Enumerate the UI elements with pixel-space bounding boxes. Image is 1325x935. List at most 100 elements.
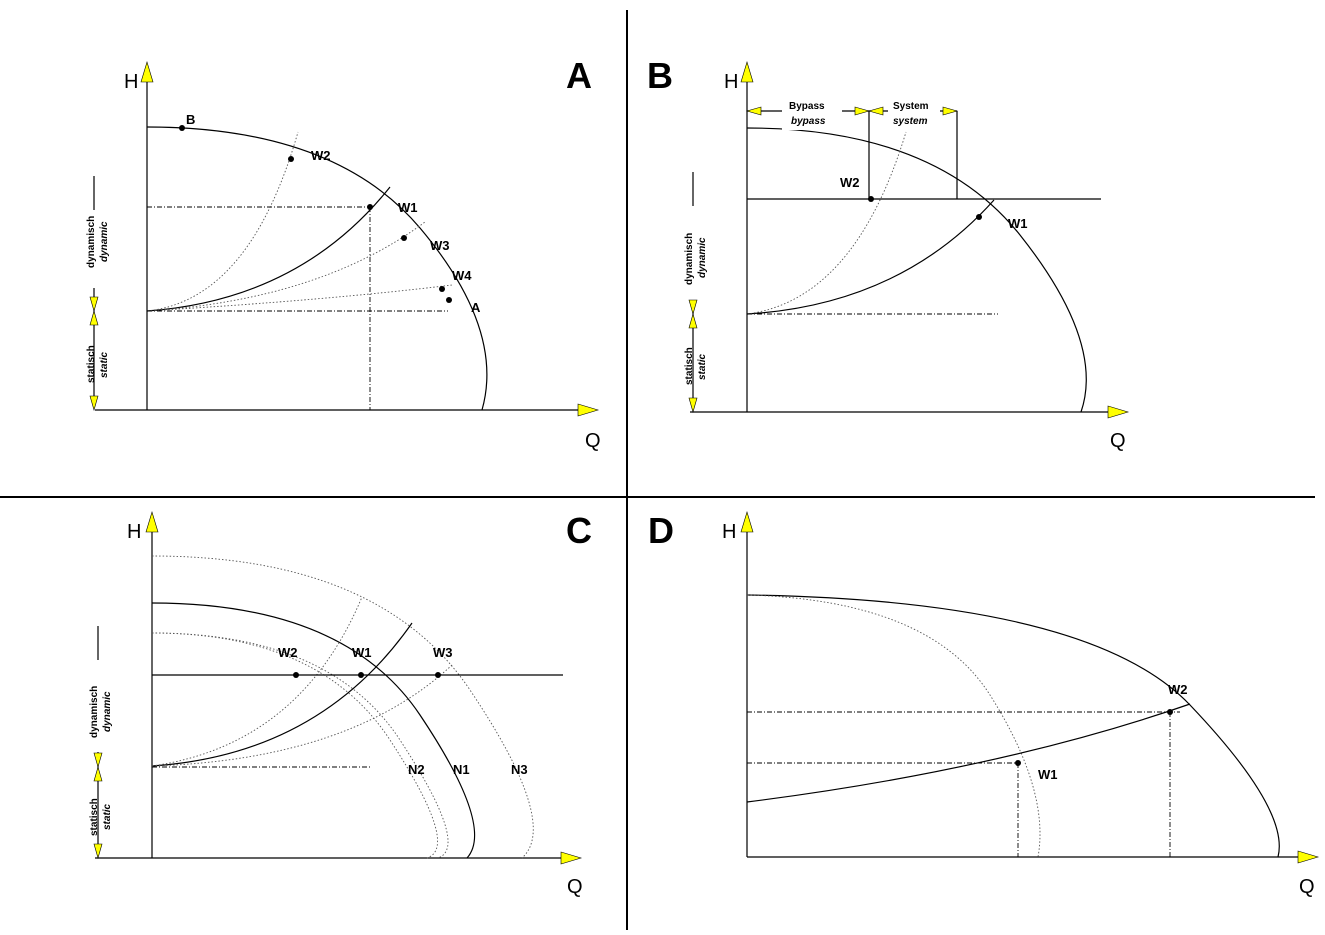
panel-d-x-label: Q xyxy=(1299,876,1315,898)
panel-c-title: C xyxy=(566,510,592,551)
panel-a-pump-curve xyxy=(146,126,488,411)
panel-c-x-arrow-icon xyxy=(560,851,583,865)
panel-d-y-arrow-icon xyxy=(740,510,754,533)
panel-c-dim-static-en: static xyxy=(102,803,113,830)
panel-b-x-label: Q xyxy=(1110,430,1126,452)
panel-d-system-curve xyxy=(746,703,1191,803)
panel-b-dim-dynamic-de: dynamisch xyxy=(684,233,695,285)
panel-b-pump-curve xyxy=(746,127,1087,413)
panel-b-bypass-de: Bypass xyxy=(789,101,825,112)
panel-b-system-de: System xyxy=(893,101,929,112)
panel-a-point-a xyxy=(446,297,452,303)
panel-c-pump-curve-n2-a xyxy=(151,632,439,859)
panel-d-pump-curve-reduced xyxy=(746,594,1041,858)
panel-b-system-en: system xyxy=(893,116,928,127)
panel-a-label-w1: W1 xyxy=(398,200,418,215)
panel-d-label-w2: W2 xyxy=(1168,682,1188,697)
panel-c-pump-curve-n3 xyxy=(151,555,534,859)
panel-a-label-a: A xyxy=(471,300,481,315)
panel-c: H Q C W2 W1 W3 N2 N1 N3 dynamisch dynami… xyxy=(89,510,592,898)
panel-a-point-w2 xyxy=(288,156,294,162)
panel-d-title: D xyxy=(648,510,674,551)
panel-c-system-curve-w1 xyxy=(151,622,413,767)
panel-a-point-w4 xyxy=(439,286,445,292)
panel-b-y-label: H xyxy=(724,71,738,93)
panel-c-system-curve-w3 xyxy=(151,664,453,767)
panel-a-system-curve-w1 xyxy=(146,186,391,312)
panel-c-dim-dynamic-en: dynamic xyxy=(102,691,113,732)
panel-a-point-w1 xyxy=(367,204,373,210)
panel-b-label-w2: W2 xyxy=(840,175,860,190)
panel-c-dim-dynamic-de: dynamisch xyxy=(89,686,100,738)
panel-b-dim-arrow-icon xyxy=(942,106,959,116)
panel-b-x-arrow-icon xyxy=(1107,405,1130,419)
panel-b-bypass-label-bg xyxy=(782,98,842,130)
panel-b-label-w1: W1 xyxy=(1008,216,1028,231)
panel-c-label-n2: N2 xyxy=(408,762,425,777)
panel-b-dim-arrow-icon xyxy=(688,312,698,329)
panel-a: H Q A B W2 W1 W3 W4 A dynamisch dynamic xyxy=(86,55,601,452)
panel-a-x-arrow-icon xyxy=(577,403,600,417)
panel-d-point-w2 xyxy=(1167,709,1173,715)
panel-c-label-w2: W2 xyxy=(278,645,298,660)
panel-b-y-arrow-icon xyxy=(740,60,754,83)
panel-c-pump-curve-n2-b xyxy=(151,632,449,859)
panel-d-pump-curve-full xyxy=(746,594,1280,858)
panel-a-y-label: H xyxy=(124,71,138,93)
panel-b-bypass-en: bypass xyxy=(791,116,826,127)
panel-a-dim-dynamic-en: dynamic xyxy=(99,221,110,262)
panel-b-dim-dynamic-en: dynamic xyxy=(697,237,708,278)
panel-c-dim-arrow-icon xyxy=(93,752,103,769)
panel-b-dim-arrow-icon xyxy=(688,397,698,414)
panel-c-label-n1: N1 xyxy=(453,762,470,777)
panel-d-point-w1 xyxy=(1015,760,1021,766)
panel-c-y-label: H xyxy=(127,521,141,543)
panel-c-dim-static-de: statisch xyxy=(89,798,100,836)
panel-b-system-label-bg xyxy=(888,98,940,130)
panel-d-label-w1: W1 xyxy=(1038,767,1058,782)
panel-a-label-w2: W2 xyxy=(311,148,331,163)
panel-a-system-curve-w3 xyxy=(146,221,426,312)
panel-c-x-label: Q xyxy=(567,876,583,898)
panel-d: H Q D W2 W1 xyxy=(648,510,1320,898)
panel-a-system-curve-w4 xyxy=(146,284,453,312)
panel-c-point-w1 xyxy=(358,672,364,678)
panel-d-x-arrow-icon xyxy=(1297,850,1320,864)
panel-b-point-w2 xyxy=(868,196,874,202)
panel-c-system-curve-w2 xyxy=(151,596,363,767)
panel-a-label-w3: W3 xyxy=(430,238,450,253)
panel-a-label-w4: W4 xyxy=(452,268,472,283)
panel-c-pump-curve-n1 xyxy=(151,602,476,859)
panel-b-point-w1 xyxy=(976,214,982,220)
panel-c-label-n3: N3 xyxy=(511,762,528,777)
panel-b-dim-static-de: statisch xyxy=(684,347,695,385)
panel-c-label-w1: W1 xyxy=(352,645,372,660)
panel-a-system-curve-w2 xyxy=(146,131,299,312)
panel-c-dim-arrow-icon xyxy=(93,765,103,782)
panel-d-y-label: H xyxy=(722,521,736,543)
panel-b-dim-arrow-icon xyxy=(867,106,884,116)
panel-a-dim-static-de: statisch xyxy=(86,345,97,383)
panel-b-dim-arrow-icon xyxy=(745,106,762,116)
panel-b-title: B xyxy=(647,55,673,96)
panel-b-dim-arrow-icon xyxy=(854,106,871,116)
panel-a-dim-arrow-icon xyxy=(89,395,99,412)
panel-c-point-w2 xyxy=(293,672,299,678)
panel-a-x-label: Q xyxy=(585,430,601,452)
panel-b-dim-arrow-icon xyxy=(688,299,698,316)
panel-a-dim-arrow-icon xyxy=(89,296,99,313)
panel-a-point-w3 xyxy=(401,235,407,241)
panel-a-label-b: B xyxy=(186,112,195,127)
panel-b-system-curve xyxy=(746,199,995,315)
panel-c-label-w3: W3 xyxy=(433,645,453,660)
panel-a-point-b xyxy=(179,125,185,131)
panel-a-title: A xyxy=(566,55,592,96)
panel-a-y-arrow-icon xyxy=(140,60,154,83)
panel-b-dim-static-en: static xyxy=(697,353,708,380)
panel-a-dim-arrow-icon xyxy=(89,309,99,326)
panel-c-dim-arrow-icon xyxy=(93,843,103,860)
panel-b-bypass-curve xyxy=(746,131,907,315)
panel-c-point-w3 xyxy=(435,672,441,678)
